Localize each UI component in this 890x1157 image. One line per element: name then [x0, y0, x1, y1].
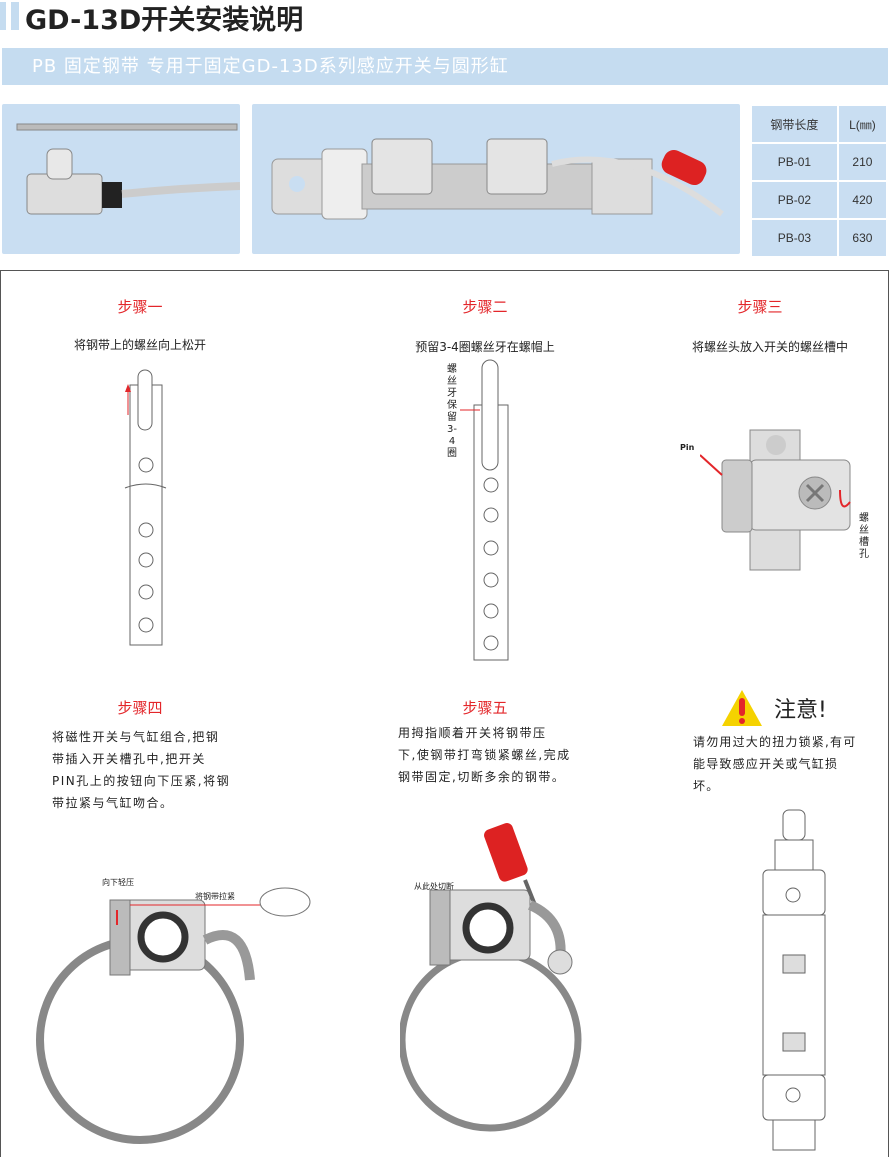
pin-label: Pin: [680, 443, 695, 452]
warning-icon: [722, 690, 762, 726]
column-header: L(㎜): [838, 106, 886, 142]
press-label: 向下轻压: [102, 878, 134, 887]
notice-desc: 请勿用过大的扭力锁紧,有可 能导致感应开关或气缸损 坏。: [693, 731, 883, 797]
table-cell: PB-03: [752, 220, 837, 256]
step-2-strap-illustration: [460, 359, 509, 661]
step-1-desc: 将钢带上的螺丝向上松开: [73, 338, 206, 352]
desc-line: 带拉紧与气缸吻合。: [52, 796, 174, 810]
cylinder-illustration: [762, 809, 826, 1151]
subtitle-banner: PB 固定钢带 专用于固定GD-13D系列感应开关与圆形缸: [2, 48, 888, 85]
step-1-title: 步骤一: [117, 298, 163, 316]
desc-line: 用拇指顺着开关将钢带压: [398, 726, 547, 740]
title-accent: [11, 2, 19, 30]
instructions-panel: [0, 270, 889, 1157]
step-2-desc: 预留3-4圈螺丝牙在螺帽上: [415, 340, 555, 354]
table-cell: 420: [838, 182, 886, 218]
step-5-desc: 用拇指顺着开关将钢带压 下,使钢带打弯锁紧螺丝,完成 钢带固定,切断多余的钢带。: [398, 722, 598, 788]
table-cell: 210: [838, 144, 886, 180]
table-cell: PB-01: [752, 144, 837, 180]
step-5-title: 步骤五: [462, 699, 508, 717]
product-photo-cylinder: [252, 104, 740, 254]
column-header: 钢带长度: [752, 106, 837, 142]
step-2-title: 步骤二: [462, 298, 508, 316]
notice-title: 注意!: [774, 698, 827, 723]
cut-label: 从此处切断: [414, 882, 454, 891]
step-3-switch-illustration: [700, 429, 851, 571]
step-1-strap-illustration: [124, 369, 167, 646]
step-2-annotation: 螺丝牙保留3-4圈: [447, 364, 457, 459]
title-accent: [0, 2, 6, 30]
step-4-illustration: [36, 887, 311, 1144]
desc-line: 下,使钢带打弯锁紧螺丝,完成: [398, 748, 571, 762]
desc-line: 坏。: [693, 779, 720, 793]
pull-label: 将钢带拉紧: [195, 892, 235, 901]
desc-line: PIN孔上的按钮向下压紧,将钢: [52, 774, 231, 788]
product-photo-switch: [2, 104, 241, 254]
desc-line: 请勿用过大的扭力锁紧,有可: [693, 735, 857, 749]
desc-line: 能导致感应开关或气缸损: [693, 757, 839, 771]
step-4-desc: 将磁性开关与气缸组合,把钢 带插入开关槽孔中,把开关 PIN孔上的按钮向下压紧,…: [52, 726, 252, 814]
desc-line: 钢带固定,切断多余的钢带。: [398, 770, 566, 784]
step-3-desc: 将螺丝头放入开关的螺丝槽中: [691, 340, 848, 354]
slot-label: 螺丝槽孔: [859, 513, 869, 560]
step-5-illustration: [400, 823, 582, 1132]
page-title: GD-13D开关安装说明: [25, 5, 304, 36]
step-3-title: 步骤三: [737, 298, 783, 316]
table-cell: PB-02: [752, 182, 837, 218]
desc-line: 带插入开关槽孔中,把开关: [52, 752, 206, 766]
table-cell: 630: [838, 220, 886, 256]
step-4-title: 步骤四: [117, 699, 163, 717]
desc-line: 将磁性开关与气缸组合,把钢: [52, 730, 220, 744]
